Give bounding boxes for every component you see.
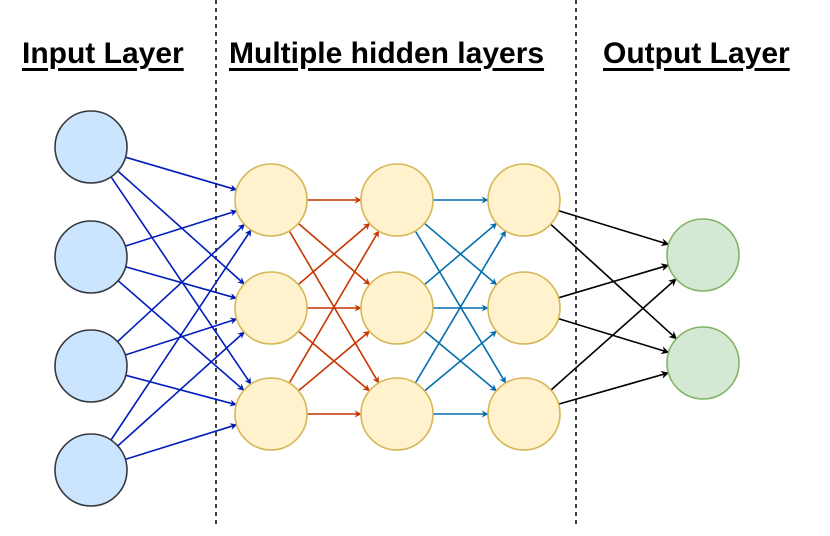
connection-hidden-1-2-to-hidden-2-1: [297, 222, 371, 286]
connection-hidden-3-1-to-output-1: [558, 209, 670, 247]
input-node-1: [54, 110, 128, 184]
connection-hidden-2-3-to-hidden-3-2: [424, 330, 497, 392]
input-node-3: [54, 329, 128, 403]
connection-hidden-3-3-to-output-2: [558, 371, 670, 405]
hidden-1-node-1: [234, 163, 308, 237]
input-layer-heading: Input Layer: [22, 37, 184, 70]
hidden-2-node-2: [360, 271, 434, 345]
hidden-3-node-2: [487, 271, 561, 345]
connection-hidden-1-3-to-hidden-2-2: [297, 330, 371, 392]
hidden-3-node-1: [487, 163, 561, 237]
hidden-1-node-2: [234, 271, 308, 345]
connection-input-1-to-hidden-1-1: [125, 156, 238, 192]
connections-group: [110, 156, 677, 461]
connection-input-4-to-hidden-1-3: [125, 423, 238, 461]
output-node-2: [666, 326, 740, 400]
connection-hidden-2-2-to-hidden-3-1: [423, 222, 498, 286]
output-node-1: [666, 218, 740, 292]
connection-hidden-2-3-to-hidden-3-1: [414, 230, 507, 384]
connection-input-3-to-hidden-1-2: [125, 317, 238, 356]
hidden-2-node-3: [360, 377, 434, 451]
connection-input-1-to-hidden-1-3: [110, 176, 252, 385]
hidden-layers-heading: Multiple hidden layers: [229, 37, 545, 70]
hidden-1-node-3: [234, 377, 308, 451]
connection-hidden-3-3-to-output-1: [550, 278, 677, 391]
hidden-3-node-3: [487, 377, 561, 451]
connection-input-4-to-hidden-1-2: [117, 331, 245, 447]
output-layer-heading: Output Layer: [603, 37, 790, 70]
connection-input-1-to-hidden-1-2: [117, 170, 245, 285]
connection-input-3-to-hidden-1-1: [116, 223, 246, 343]
input-node-4: [54, 433, 128, 507]
nodes-group: [54, 110, 740, 507]
connection-hidden-1-3-to-hidden-2-1: [288, 230, 380, 384]
hidden-2-node-1: [360, 163, 434, 237]
input-node-2: [54, 220, 128, 294]
connection-input-2-to-hidden-1-1: [125, 209, 238, 247]
connection-input-4-to-hidden-1-1: [110, 229, 252, 441]
connection-hidden-3-2-to-output-1: [558, 263, 670, 299]
